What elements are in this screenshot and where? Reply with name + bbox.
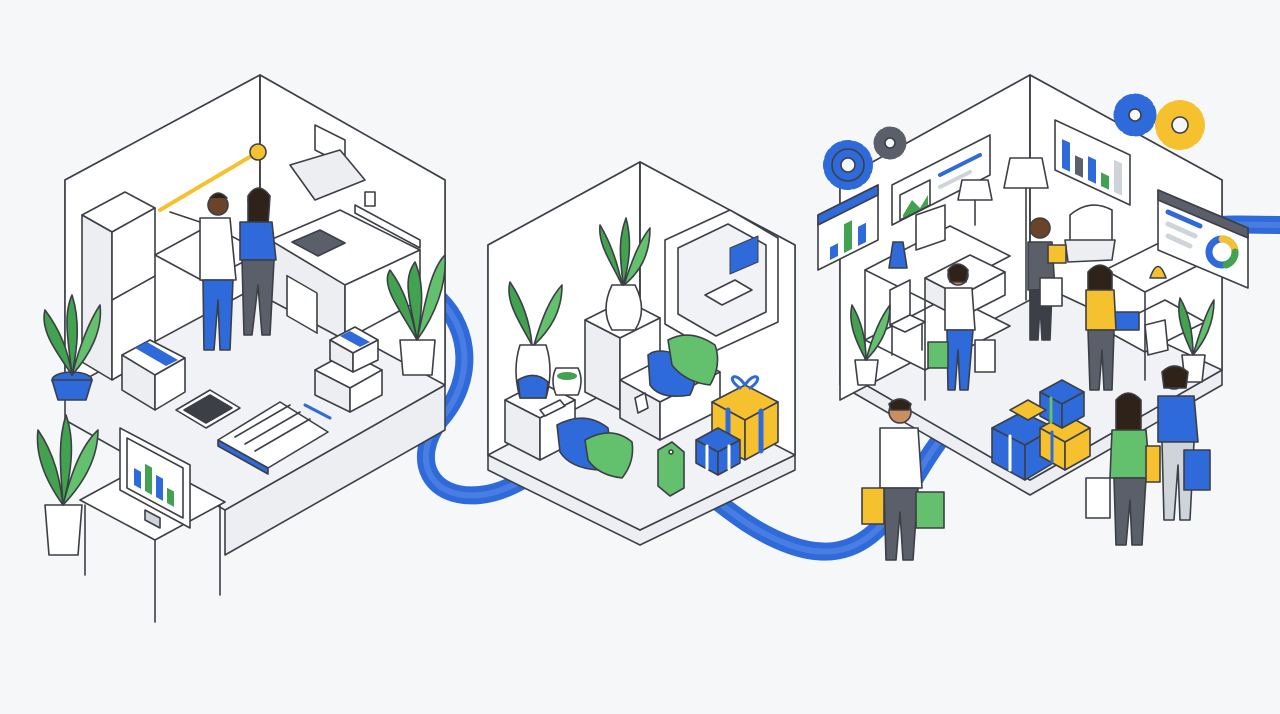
potted-plant-white xyxy=(36,414,99,556)
chart-bar xyxy=(844,220,852,253)
shopper-man-gift xyxy=(1027,217,1067,341)
chart-bar xyxy=(134,468,141,489)
cooktop xyxy=(291,229,346,257)
shopper-woman-blue xyxy=(1157,365,1211,521)
plant-icon xyxy=(386,254,446,376)
notebook-icon xyxy=(217,401,329,475)
analytics-desk xyxy=(79,427,226,623)
bar-chart-icon xyxy=(134,463,174,507)
store-gift-stack xyxy=(991,379,1091,481)
potted-plant-blue xyxy=(43,294,102,401)
shopper-woman-green xyxy=(1085,392,1161,546)
vase-with-plant xyxy=(599,217,651,331)
pillow-green xyxy=(667,334,719,386)
chart-bar xyxy=(167,487,174,507)
small-price-tag xyxy=(539,399,566,417)
gear-icon-yellow xyxy=(1155,100,1205,150)
canister xyxy=(1144,319,1169,356)
shopping-bag-icon xyxy=(915,491,945,529)
chart-bar xyxy=(1101,172,1109,190)
shopper-man-front xyxy=(861,398,945,561)
chart-bar xyxy=(1114,159,1122,196)
chart-bar xyxy=(830,243,838,260)
person-measuring-woman xyxy=(239,187,277,336)
table-lamp xyxy=(957,179,993,226)
cardboard-box-left xyxy=(121,339,186,411)
shopping-bag-icon xyxy=(861,487,885,525)
framed-room-picture xyxy=(664,209,779,353)
chart-bar xyxy=(145,463,152,495)
retail-store-room xyxy=(839,74,1223,496)
chart-bar xyxy=(1088,156,1096,184)
shopper-woman-bags xyxy=(927,263,996,391)
donut-chart-icon xyxy=(1157,189,1249,289)
cardboard-box-stack xyxy=(314,326,383,413)
hanging-price-tag xyxy=(634,392,649,414)
floating-bar-chart-panel xyxy=(817,184,879,271)
shelf-jar xyxy=(364,191,376,207)
yellow-lamp xyxy=(1149,265,1167,279)
shopper-woman-yellow xyxy=(1085,264,1117,391)
fridge-door-split xyxy=(111,275,156,301)
wall-shelf xyxy=(354,204,421,249)
pen xyxy=(303,403,332,420)
tall-vase-plant xyxy=(508,281,563,399)
bar-chart-icon xyxy=(1054,119,1131,206)
gear-icon-blue-top xyxy=(1113,93,1157,137)
floor-lamp xyxy=(1003,157,1049,301)
measuring-tape-icon xyxy=(158,143,267,212)
kitchen-room xyxy=(64,74,446,556)
blue-box xyxy=(1114,311,1140,331)
floor-pillow-green xyxy=(584,432,634,479)
gear-icon xyxy=(823,140,873,190)
gift-small-blue xyxy=(695,427,741,476)
price-tag-icon xyxy=(657,441,685,497)
shopping-bag-icon xyxy=(927,341,949,369)
picture-frame xyxy=(915,204,946,251)
phone-icon xyxy=(175,389,241,429)
person-measuring-man xyxy=(169,192,237,351)
shopping-bag-icon xyxy=(1183,449,1211,491)
vase-band xyxy=(557,372,577,380)
oven xyxy=(286,274,318,334)
range-hood xyxy=(289,149,366,201)
armchair-store xyxy=(1064,204,1116,263)
chart-bar xyxy=(858,222,866,246)
chart-bar xyxy=(1075,155,1083,178)
gear-icon-dark xyxy=(873,126,907,160)
shopping-bag-icon xyxy=(1085,477,1111,519)
chart-bar xyxy=(156,474,163,501)
chart-bar xyxy=(1062,139,1070,172)
store-plant-left xyxy=(850,304,891,386)
blue-vase xyxy=(888,241,908,269)
living-room-showroom xyxy=(487,161,796,546)
line-chart-icon xyxy=(891,134,991,226)
